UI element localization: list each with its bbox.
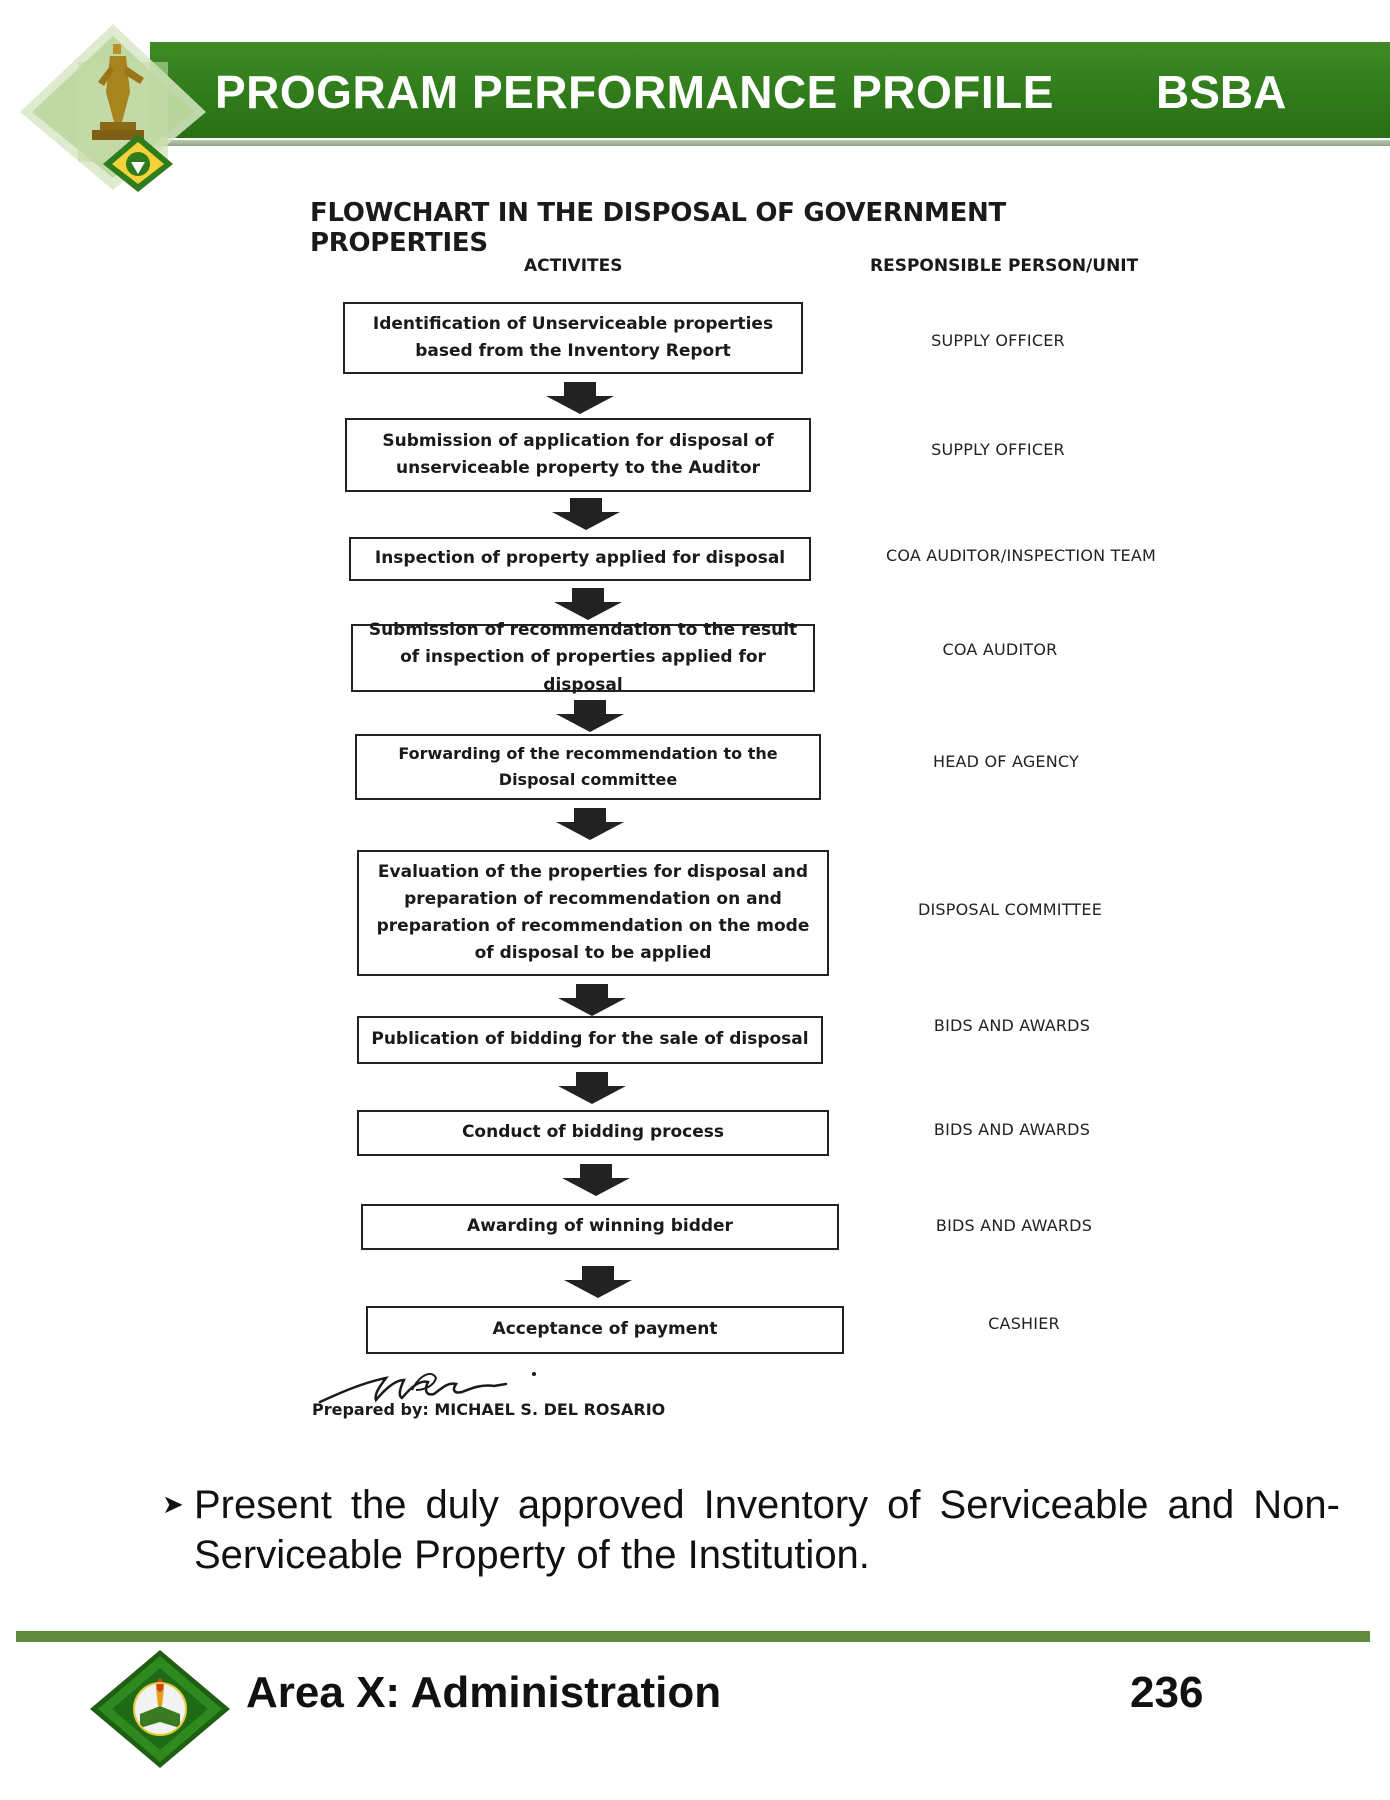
flow-step-box: Publication of bidding for the sale of d… bbox=[357, 1016, 823, 1064]
flow-step-text: Conduct of bidding process bbox=[461, 1122, 725, 1143]
responsible-unit: SUPPLY OFFICER bbox=[931, 440, 1065, 459]
responsible-unit: BIDS AND AWARDS bbox=[935, 1216, 1093, 1235]
university-seal-icon bbox=[90, 1650, 230, 1768]
flow-step-box: Conduct of bidding process bbox=[357, 1110, 829, 1156]
flow-step-box: Forwarding of the recommendation to the … bbox=[355, 734, 821, 800]
program-code: BSBA bbox=[1156, 66, 1287, 118]
footer-area-title: Area X: Administration bbox=[246, 1668, 722, 1717]
responsible-unit: COA AUDITOR/INSPECTION TEAM bbox=[885, 546, 1157, 565]
responsible-unit: BIDS AND AWARDS bbox=[933, 1016, 1091, 1035]
responsible-unit: BIDS AND AWARDS bbox=[933, 1120, 1091, 1139]
flow-step-text: Submission of application for disposal o… bbox=[382, 430, 774, 478]
down-arrow-icon bbox=[556, 808, 624, 840]
flow-step-box: Identification of Unserviceable properti… bbox=[343, 302, 803, 374]
responsible-unit: COA AUDITOR bbox=[942, 640, 1058, 659]
flowchart-title: FLOWCHART IN THE DISPOSAL OF GOVERNMENT … bbox=[310, 198, 1006, 258]
down-arrow-icon bbox=[562, 1164, 630, 1196]
responsible-unit: DISPOSAL COMMITTEE bbox=[917, 900, 1102, 919]
responsible-unit: HEAD OF AGENCY bbox=[933, 752, 1079, 771]
prepared-by: Prepared by: MICHAEL S. DEL ROSARIO bbox=[312, 1400, 666, 1419]
flow-step-text: Publication of bidding for the sale of d… bbox=[371, 1029, 809, 1050]
responsible-column-header: RESPONSIBLE PERSON/UNIT bbox=[870, 256, 1139, 276]
flow-step-box: Submission of application for disposal o… bbox=[345, 418, 811, 492]
page-header-title: PROGRAM PERFORMANCE PROFILE bbox=[215, 66, 1054, 118]
flow-step-text: Acceptance of payment bbox=[492, 1319, 718, 1340]
flow-step-box: Submission of recommendation to the resu… bbox=[351, 620, 815, 695]
flow-step-text: Awarding of winning bidder bbox=[467, 1216, 733, 1237]
responsible-unit: CASHIER bbox=[988, 1314, 1060, 1333]
signature bbox=[318, 1372, 536, 1404]
flow-step-box: Inspection of property applied for dispo… bbox=[349, 537, 811, 581]
flow-step-text: Evaluation of the properties for disposa… bbox=[376, 861, 810, 964]
down-arrow-icon bbox=[558, 1072, 626, 1104]
down-arrow-icon bbox=[564, 1266, 632, 1298]
down-arrow-icon bbox=[552, 498, 620, 530]
flow-step-box: Awarding of winning bidder bbox=[361, 1204, 839, 1250]
flow-step-box: Acceptance of payment bbox=[366, 1306, 844, 1354]
responsible-unit: SUPPLY OFFICER bbox=[931, 331, 1065, 350]
footer-rule bbox=[16, 1631, 1370, 1642]
activities-column-header: ACTIVITES bbox=[524, 256, 623, 276]
page-number: 236 bbox=[1130, 1668, 1204, 1717]
header-band bbox=[150, 42, 1390, 138]
flow-step-text: Submission of recommendation to the resu… bbox=[368, 620, 798, 695]
down-arrow-icon bbox=[554, 588, 622, 620]
down-arrow-icon bbox=[558, 984, 626, 1016]
flow-step-text: Forwarding of the recommendation to the … bbox=[398, 744, 778, 789]
down-arrow-icon bbox=[556, 700, 624, 732]
bullet-text: Present the duly approved Inventory of S… bbox=[194, 1483, 1340, 1577]
header-underline bbox=[150, 140, 1390, 146]
flow-step-text: Identification of Unserviceable properti… bbox=[372, 313, 774, 361]
arrowhead-bullet-icon: ➤ bbox=[162, 1490, 184, 1520]
down-arrow-icon bbox=[546, 382, 614, 414]
flow-step-box: Evaluation of the properties for disposa… bbox=[357, 850, 829, 976]
flow-step-text: Inspection of property applied for dispo… bbox=[374, 548, 786, 569]
university-statue-emblem-icon bbox=[20, 24, 206, 192]
